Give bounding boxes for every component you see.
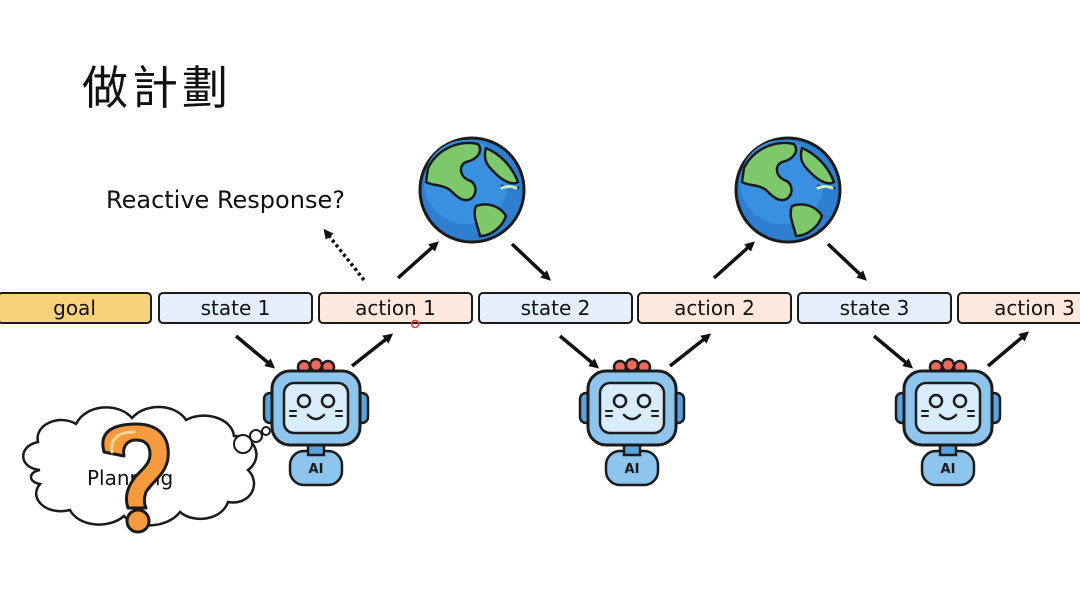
thought-cloud-icon <box>22 405 271 527</box>
action-1-box: action 1 <box>318 292 473 324</box>
arrow-icon <box>826 242 867 281</box>
arrow-icon <box>872 334 914 369</box>
state-3-box: state 3 <box>797 292 952 324</box>
arrow-icon <box>986 331 1030 368</box>
action-3-box: action 3 <box>957 292 1080 324</box>
reactive-response-label: Reactive Response? <box>106 186 345 214</box>
arrow-icon <box>510 242 551 281</box>
arrow-icon <box>712 241 755 280</box>
arrow-icon <box>350 333 394 368</box>
arrow-icon <box>558 334 600 369</box>
question-mark-icon <box>101 422 170 534</box>
goal-box: goal <box>0 292 152 324</box>
robot-badge: AI <box>309 462 324 477</box>
action-2-box: action 2 <box>637 292 792 324</box>
arrow-icon <box>323 228 366 282</box>
state-2-box: state 2 <box>478 292 633 324</box>
slide-title: 做計劃 <box>82 61 232 115</box>
earth-globe-icon <box>734 136 842 244</box>
robot-badge: AI <box>941 462 956 477</box>
arrow-icon <box>396 241 439 280</box>
cursor-dot <box>410 319 420 329</box>
state-1-box: state 1 <box>158 292 313 324</box>
robot-badge: AI <box>625 462 640 477</box>
earth-globe-icon <box>418 136 526 244</box>
arrow-icon <box>668 333 712 368</box>
arrow-icon <box>234 334 276 369</box>
